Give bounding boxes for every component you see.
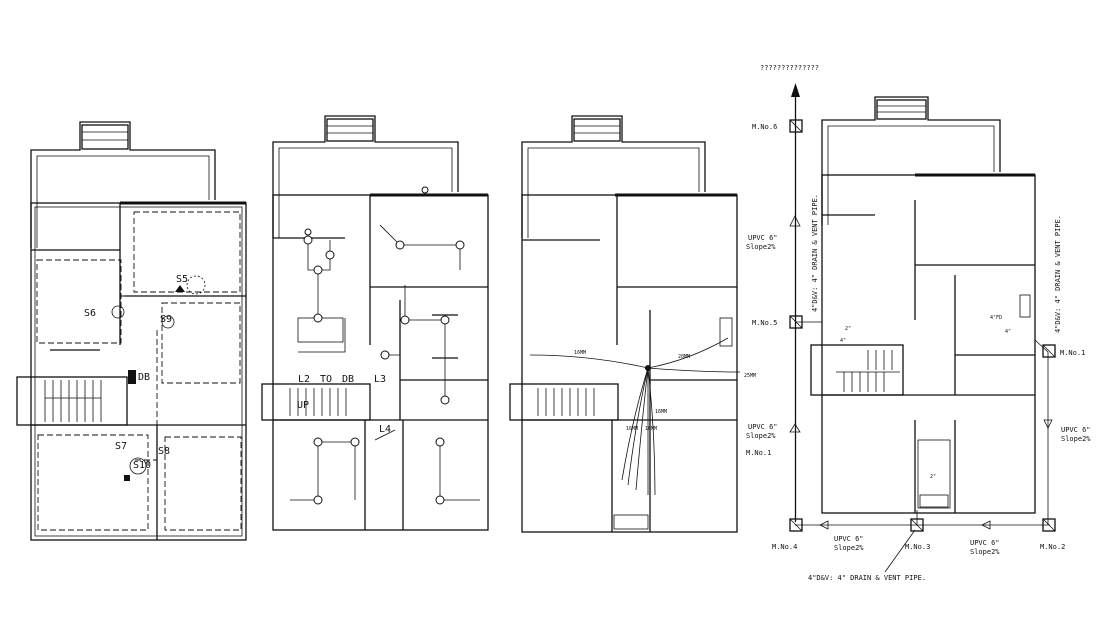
pipe-label-16mm-b: 16MM (626, 426, 638, 432)
manhole-3-icon (910, 518, 924, 532)
pipe-spec-left-2: UPVC 6" (748, 423, 778, 431)
switch-s9: S9 (160, 314, 172, 325)
slope-right: Slope2% (1061, 435, 1091, 443)
plan-switch-layout: S5 S6 S9 DB S7 S8 S10 (16, 121, 247, 541)
manhole-1-icon (1042, 344, 1056, 358)
fd-size-label-3: 4" (840, 338, 846, 344)
manhole-5-icon (789, 315, 803, 329)
stairs (16, 376, 128, 426)
db-label: DB (138, 372, 150, 383)
plan-lighting-layout: L2 TO DB L3 UP L4 (261, 115, 489, 531)
terrace-inner (36, 155, 210, 248)
drainage-header: ?????????????? (760, 64, 819, 72)
fd-size-label-2: 4" (1005, 329, 1011, 335)
vent-pipe-right: 4"D&V: 4" DRAIN & VENT PIPE. (1054, 215, 1062, 333)
fd-size-label: 2" (845, 326, 851, 332)
pipe-label-20mm: 20MM (678, 354, 690, 360)
slope-left-1: Slope2% (746, 243, 776, 251)
manhole-label-4: M.No.4 (772, 543, 797, 551)
pipe-spec-left-1: UPVC 6" (748, 234, 778, 242)
light-l3: L3 (374, 374, 386, 385)
pipe-label-25mm: 25MM (744, 373, 756, 379)
manhole-label-3: M.No.3 (905, 543, 930, 551)
manhole-2-icon (1042, 518, 1056, 532)
pipe-label-16mm-d: 16MM (655, 409, 667, 415)
pipe-spec-bottom-1: UPVC 6" (834, 535, 864, 543)
manhole-label-2: M.No.2 (1040, 543, 1065, 551)
manhole-6-icon (789, 119, 803, 133)
manholes (789, 119, 1056, 532)
pipe-label-16mm-a: 16MM (574, 350, 586, 356)
manhole-label-6: M.No.6 (752, 123, 777, 131)
manhole-label-1-left: M.No.1 (746, 449, 771, 457)
switch-s10: S10 (133, 460, 151, 471)
plan4-outline (821, 174, 1036, 514)
switch-s5: S5 (176, 274, 188, 285)
pipe-spec-right: UPVC 6" (1061, 426, 1091, 434)
switch-s7: S7 (115, 441, 127, 452)
slope-bottom-1: Slope2% (834, 544, 864, 552)
stair-up-label: UP (297, 400, 309, 411)
switch-s6: S6 (84, 308, 96, 319)
plan-drainage-layout: ?????????????? 2" 4"FD 4" (746, 64, 1091, 582)
pipe-label-16mm-c: 16MM (645, 426, 657, 432)
fd-size-label-4: 2" (930, 474, 936, 480)
pipe-spec-bottom-2: UPVC 6" (970, 539, 1000, 547)
plan-conduit-layout: 16MM 20MM 16MM 16MM 16MM 25MM (509, 115, 756, 533)
vent-pipe-left: 4"D&V: 4" DRAIN & VENT PIPE. (811, 194, 819, 312)
light-l2: L2 (298, 374, 310, 385)
to-label: TO (320, 374, 332, 385)
terrace-outline (272, 115, 459, 238)
manhole-label-1: M.No.1 (1060, 349, 1085, 357)
vent-pipe-bottom: 4"D&V: 4" DRAIN & VENT PIPE. (808, 574, 926, 582)
slope-left-2: Slope2% (746, 432, 776, 440)
light-l4: L4 (379, 424, 391, 435)
switch-s8: S8 (158, 446, 170, 457)
plan3-outline (521, 194, 738, 533)
manhole-label-5: M.No.5 (752, 319, 777, 327)
db-label: DB (342, 374, 354, 385)
fd-label: 4"FD (990, 315, 1002, 321)
terrace-outline (30, 121, 216, 248)
manhole-4-icon (789, 518, 803, 532)
slope-bottom-2: Slope2% (970, 548, 1000, 556)
north-arrow-icon (791, 83, 800, 97)
staircase-top (81, 124, 129, 150)
